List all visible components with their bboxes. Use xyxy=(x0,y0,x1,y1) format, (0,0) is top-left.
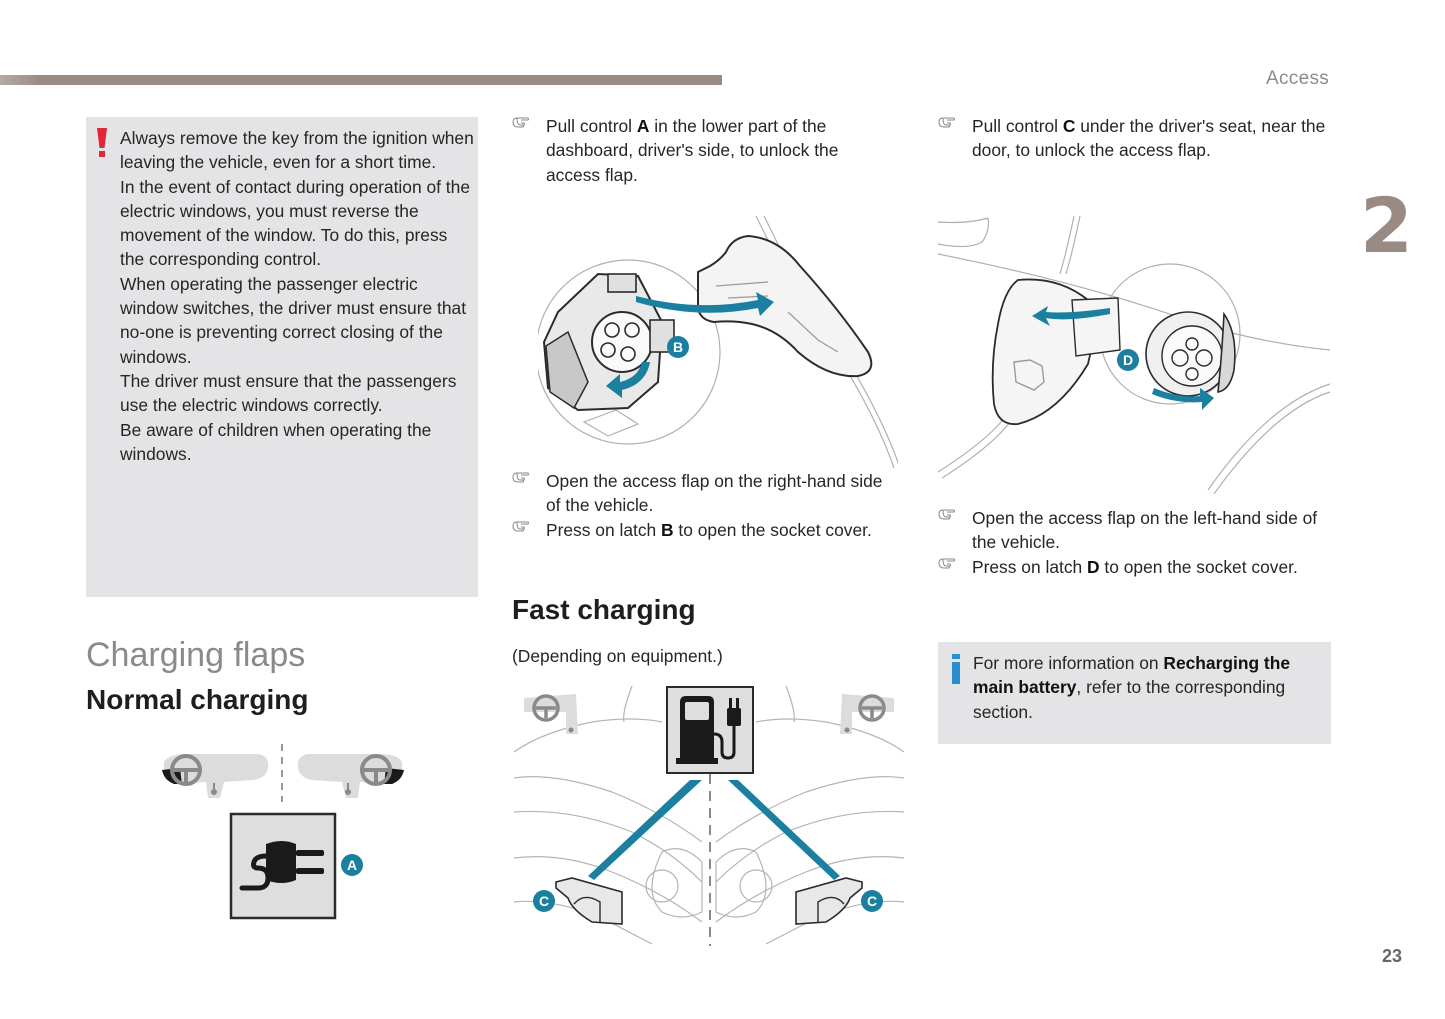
callout-a: A xyxy=(341,854,363,876)
step-text: Pull control xyxy=(972,116,1063,136)
info-text: For more information on Recharging the m… xyxy=(973,651,1323,724)
open-arrow-right xyxy=(1152,388,1214,410)
heading-fast-charging: Fast charging xyxy=(512,594,696,625)
open-flap xyxy=(991,278,1121,426)
info-reference: Recharging the main battery xyxy=(973,653,1290,698)
step-text: Pull control xyxy=(546,116,637,136)
svg-text:A: A xyxy=(347,857,357,873)
step-text: to open the socket cover. xyxy=(1099,557,1298,577)
callout-c-right: C xyxy=(861,890,883,912)
section-name: Access xyxy=(1266,68,1330,89)
socket xyxy=(542,272,675,412)
fast-charging-note: (Depending on equipment.) xyxy=(512,646,723,666)
latch-label: D xyxy=(1087,557,1100,577)
step-text: Press on latch xyxy=(546,520,662,540)
open-arrow-left xyxy=(1032,306,1110,326)
warning-text: Always remove the key from the ignition … xyxy=(120,126,476,466)
info-box xyxy=(938,642,1331,744)
plug-icon xyxy=(239,841,324,891)
warning-paragraph: The driver must ensure that the passenge… xyxy=(120,370,457,416)
step-text: in the lower part of the dashboard, driv… xyxy=(546,116,839,185)
figure-fast-socket: D xyxy=(938,215,1331,494)
callout-c-left: C xyxy=(533,890,555,912)
svg-text:C: C xyxy=(539,893,549,909)
header-rule xyxy=(0,75,722,85)
exclamation-icon xyxy=(97,128,107,157)
info-text-part: For more information on xyxy=(973,653,1164,673)
warning-paragraph: In the event of contact during operation… xyxy=(120,176,470,270)
warning-box xyxy=(86,117,478,597)
control-label: C xyxy=(1062,116,1076,136)
header-rule-fade xyxy=(0,75,40,85)
warning-paragraph: When operating the passenger electric wi… xyxy=(120,273,467,367)
callout-b: B xyxy=(667,336,689,358)
pointing-hand-icon xyxy=(938,117,955,128)
charging-station-icon xyxy=(676,696,741,764)
mini-dashboard-left xyxy=(524,694,578,734)
info-text-part: , refer to the corresponding section. xyxy=(973,677,1286,722)
pointing-hand-icon xyxy=(938,558,955,569)
pointing-hand-icon xyxy=(512,472,529,483)
figure-fast-seats: C C xyxy=(513,685,905,946)
seat-control-left xyxy=(555,877,623,925)
seat-control-right xyxy=(795,877,863,925)
pointer-beam-left xyxy=(588,780,702,880)
dashboard-left xyxy=(162,754,269,798)
warning-paragraph: Be aware of children when operating the … xyxy=(120,419,432,464)
socket xyxy=(1145,311,1236,397)
svg-text:B: B xyxy=(673,339,683,355)
callout-d: D xyxy=(1117,349,1139,371)
figure-normal-dashboard: A xyxy=(162,744,404,920)
normal-charge-control xyxy=(229,812,337,920)
heading-normal-charging: Normal charging xyxy=(86,684,309,715)
step-text: to open the socket cover. xyxy=(673,520,872,540)
step-text: Press on latch xyxy=(972,557,1088,577)
figure-normal-socket: B xyxy=(538,215,898,469)
pointing-hand-icon xyxy=(512,521,529,532)
info-icon xyxy=(952,654,960,684)
step-text: Open the access flap on the left-hand si… xyxy=(972,508,1318,553)
step-text: Open the access flap on the right-hand s… xyxy=(546,471,883,516)
page-number: 23 xyxy=(1382,946,1403,966)
pointer-beam-right xyxy=(728,780,840,880)
mini-dashboard-right xyxy=(840,694,894,734)
latch-label: B xyxy=(661,520,674,540)
step-text: under the driver's seat, near the door, … xyxy=(972,116,1326,161)
open-arrows xyxy=(606,292,774,398)
pointing-hand-icon xyxy=(512,117,529,128)
svg-text:D: D xyxy=(1123,352,1133,368)
warning-paragraph: Always remove the key from the ignition … xyxy=(120,128,474,173)
dashboard-right xyxy=(297,754,404,798)
pointing-hand-icon xyxy=(938,509,955,520)
heading-charging-flaps: Charging flaps xyxy=(86,636,306,674)
chapter-number: 2 xyxy=(1360,181,1413,270)
fast-charge-control xyxy=(666,686,754,774)
svg-text:C: C xyxy=(867,893,877,909)
control-label: A xyxy=(636,116,650,136)
